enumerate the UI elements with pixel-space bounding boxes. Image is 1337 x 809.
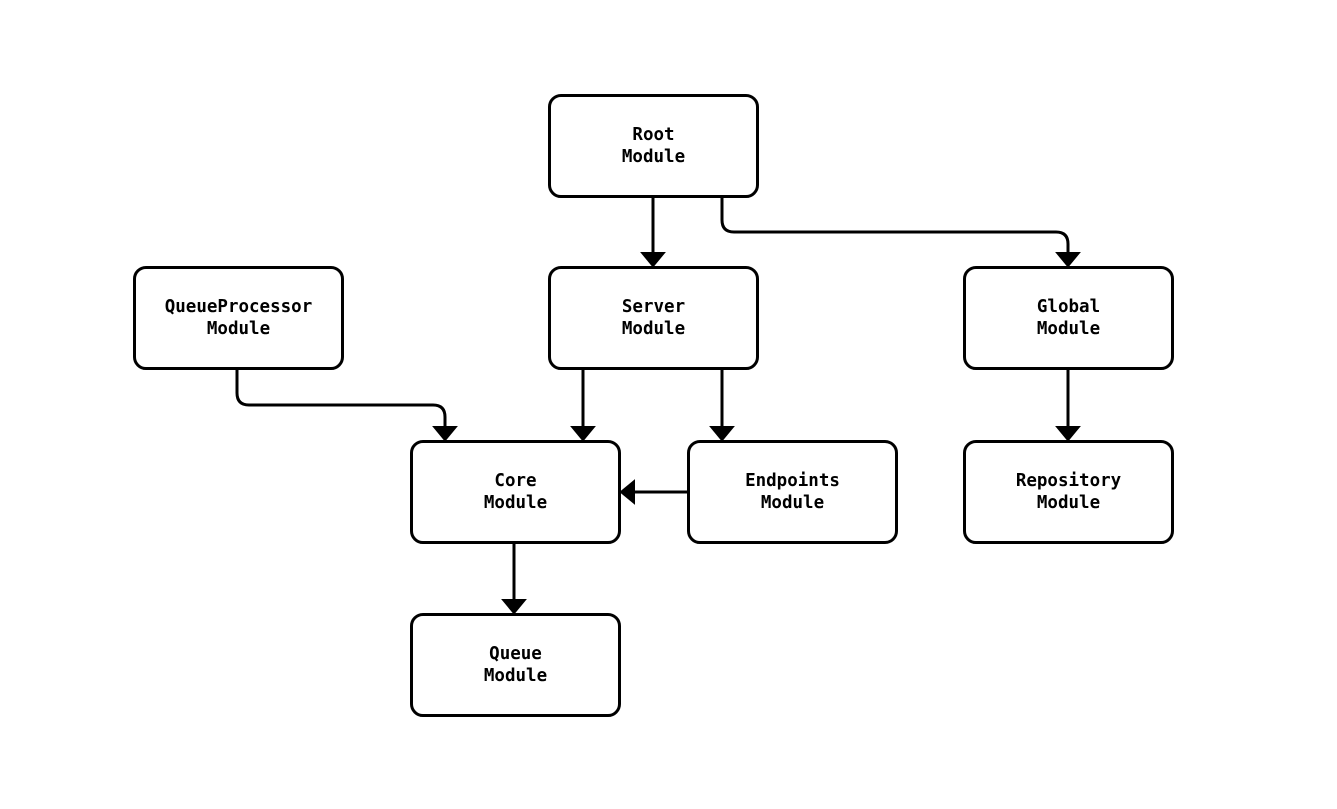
node-label-line1: Core	[494, 471, 537, 491]
node-endpoints-module[interactable]: Endpoints Module	[687, 440, 898, 544]
node-root-module[interactable]: Root Module	[548, 94, 759, 198]
node-label-line1: Repository	[1015, 471, 1122, 491]
node-label-line1: Endpoints	[745, 471, 840, 491]
node-label-line2: Module	[483, 666, 548, 686]
node-label-line2: Module	[621, 319, 686, 339]
node-label-line1: Root	[632, 125, 675, 145]
node-server-module[interactable]: Server Module	[548, 266, 759, 370]
node-label-line2: Module	[1036, 319, 1101, 339]
node-label-line2: Module	[621, 147, 686, 167]
edge-queueprocessor-core	[235, 370, 458, 442]
node-label-line2: Module	[760, 493, 825, 513]
node-label-line1: Queue	[489, 644, 542, 664]
node-core-module[interactable]: Core Module	[410, 440, 621, 544]
node-queueprocessor-module[interactable]: QueueProcessor Module	[133, 266, 344, 370]
node-label-line2: Module	[206, 319, 271, 339]
node-global-module[interactable]: Global Module	[963, 266, 1174, 370]
node-label-line2: Module	[483, 493, 548, 513]
node-repository-module[interactable]: Repository Module	[963, 440, 1174, 544]
node-label-line1: Server	[621, 297, 686, 317]
node-label-line1: Global	[1036, 297, 1101, 317]
node-label-line2: Module	[1036, 493, 1101, 513]
node-label-line1: QueueProcessor	[164, 297, 313, 317]
node-queue-module[interactable]: Queue Module	[410, 613, 621, 717]
edge-root-global	[720, 198, 1081, 268]
